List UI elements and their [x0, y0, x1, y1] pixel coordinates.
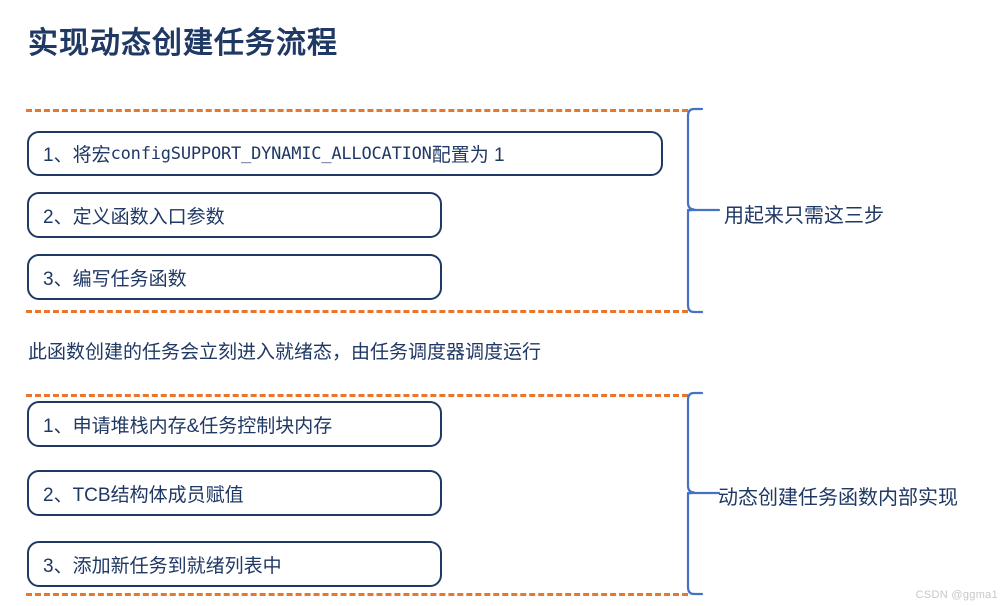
group2-brace-icon	[686, 391, 721, 596]
step-label-usage-1-macro: configSUPPORT_DYNAMIC_ALLOCATION	[110, 143, 432, 164]
step-label-usage-3: 3、编写任务函数	[43, 268, 187, 290]
step-label-usage-1-suffix: 配置为 1	[431, 145, 505, 166]
step-label-internal-3: 3、添加新任务到就绪列表中	[43, 555, 282, 577]
step-label-internal-1: 1、申请堆栈内存&任务控制块内存	[43, 415, 333, 437]
middle-note: 此函数创建的任务会立刻进入就绪态，由任务调度器调度运行	[28, 342, 542, 363]
group2-brace-label: 动态创建任务函数内部实现	[718, 487, 958, 509]
group2-dashed-rule-bottom	[26, 593, 688, 596]
step-box-usage-3[interactable]: 3、编写任务函数	[27, 254, 442, 300]
step-box-usage-2[interactable]: 2、定义函数入口参数	[27, 192, 442, 238]
group1-brace-label: 用起来只需这三步	[724, 205, 884, 227]
group1-dashed-rule-bottom	[26, 310, 688, 313]
step-box-internal-2[interactable]: 2、TCB结构体成员赋值	[27, 470, 442, 516]
group2-dashed-rule-top	[26, 394, 688, 397]
step-box-internal-1[interactable]: 1、申请堆栈内存&任务控制块内存	[27, 401, 442, 447]
group1-dashed-rule-top	[26, 109, 688, 112]
group1-brace-icon	[686, 107, 721, 314]
step-label-usage-1-prefix: 将宏	[72, 145, 111, 166]
watermark: CSDN @ggma1	[915, 589, 998, 601]
step-label-usage-2: 2、定义函数入口参数	[43, 206, 225, 228]
page-title: 实现动态创建任务流程	[28, 27, 338, 60]
step-label-internal-2: 2、TCB结构体成员赋值	[43, 484, 244, 506]
step-label-usage-1-index: 1、	[43, 145, 73, 166]
step-box-internal-3[interactable]: 3、添加新任务到就绪列表中	[27, 541, 442, 587]
